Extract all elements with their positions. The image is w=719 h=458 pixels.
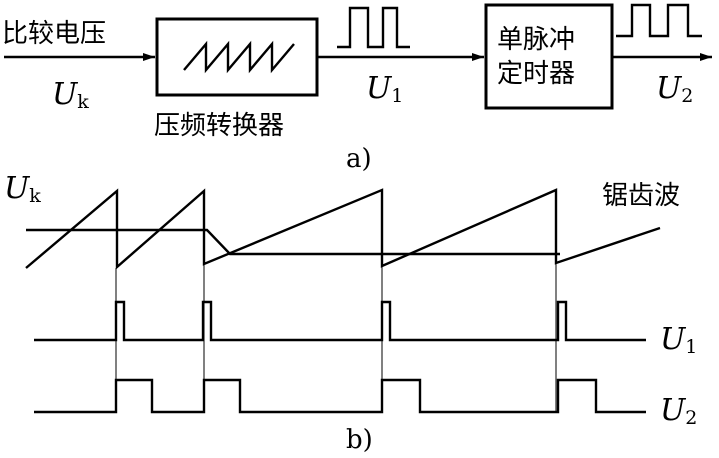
u1-waveform	[34, 300, 646, 342]
block-diagram: 比较电压 Uk 压频转换器 U1 单脉冲 定时器 U2 a)	[2, 3, 712, 174]
vf-converter-label: 压频转换器	[154, 111, 284, 141]
input-voltage-label: 比较电压	[2, 19, 106, 49]
waveform-diagram: Uk 锯齿波 U1 U2 b)	[4, 171, 697, 455]
u1-pulse-symbol	[337, 6, 410, 49]
vf-converter-block	[155, 17, 319, 97]
caption-a: a)	[346, 144, 372, 174]
sawtooth-symbol	[183, 40, 295, 74]
sawtooth-wave-label: 锯齿波	[602, 181, 680, 211]
pulse-timer-label-line2: 定时器	[497, 59, 575, 89]
sawtooth-waveform	[25, 188, 661, 270]
u1-label-a: U1	[366, 71, 403, 107]
uk-reference-line	[26, 228, 560, 256]
u1-label-b: U1	[660, 322, 697, 358]
u2-pulse-symbol	[616, 3, 702, 38]
pulse-timer-label-line1: 单脉冲	[497, 25, 575, 55]
caption-b: b)	[346, 425, 373, 455]
u2-label-a: U2	[656, 71, 693, 107]
u2-waveform	[34, 378, 646, 414]
pulse-timer-block	[484, 3, 614, 110]
u2-label-b: U2	[660, 393, 697, 429]
uk-input-label: Uk	[52, 77, 89, 113]
uk-waveform-label: Uk	[4, 171, 41, 207]
time-alignment-guides	[115, 263, 557, 413]
